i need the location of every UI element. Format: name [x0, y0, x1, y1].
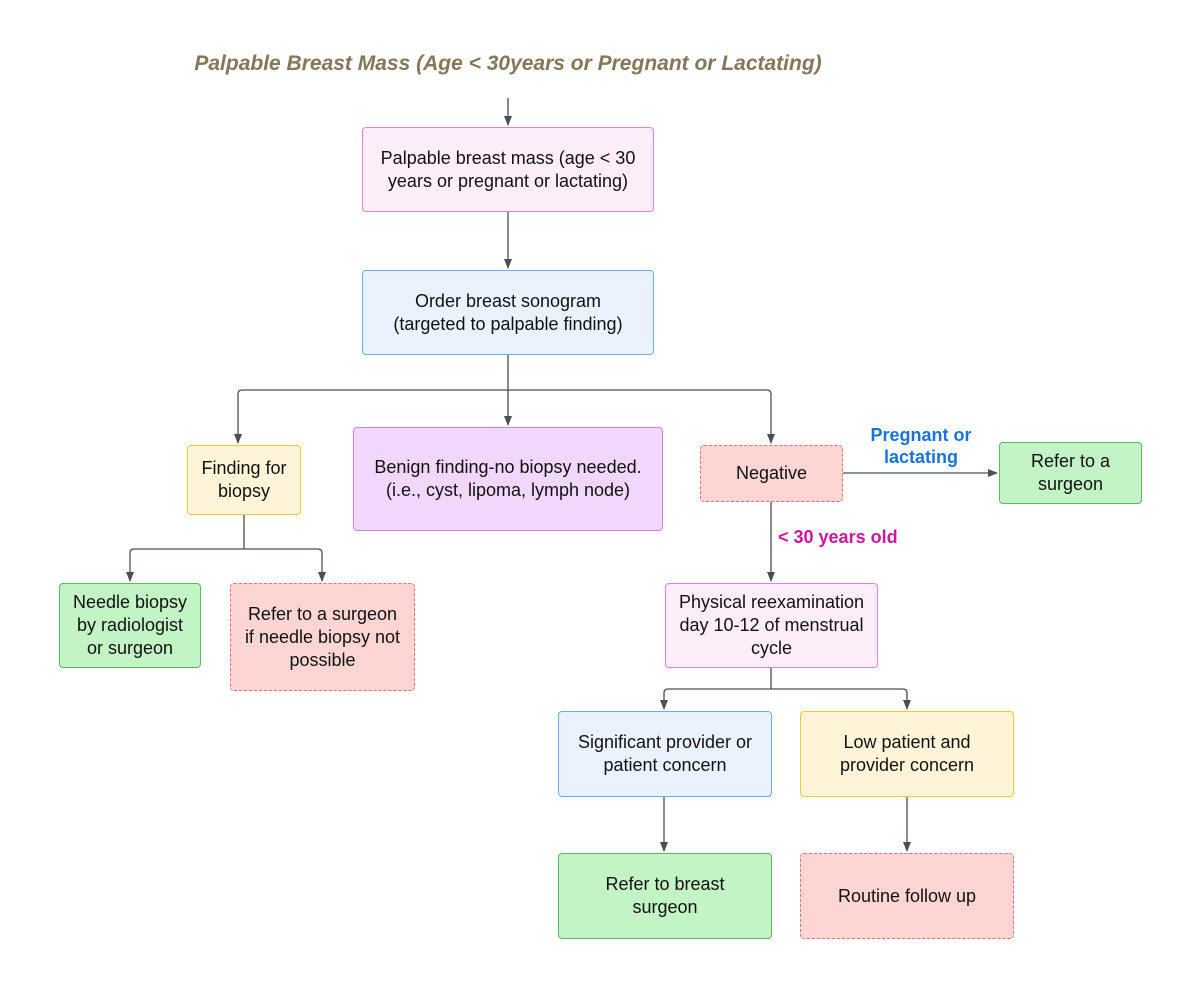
edge-label-under-30-text: < 30 years old	[778, 527, 898, 547]
node-benign-finding: Benign finding-no biopsy needed. (i.e., …	[353, 427, 663, 531]
node-benign-finding-label: Benign finding-no biopsy needed. (i.e., …	[374, 457, 642, 500]
node-refer-to-breast-surgeon-label: Refer to breast surgeon	[605, 874, 725, 917]
node-order-sonogram: Order breast sonogram (targeted to palpa…	[362, 270, 654, 355]
connector-to-needle-biopsy	[126, 548, 244, 582]
connector-sonogram-to-negative	[508, 389, 775, 444]
node-refer-surgeon-if-no-biopsy-label: Refer to a surgeon if needle biopsy not …	[244, 603, 401, 670]
node-palpable-breast-mass: Palpable breast mass (age < 30 years or …	[362, 127, 654, 212]
node-negative: Negative	[700, 445, 843, 502]
node-palpable-breast-mass-label: Palpable breast mass (age < 30 years or …	[380, 147, 636, 191]
edge-label-pregnant-or-lactating-text: Pregnant or lactating	[870, 425, 972, 467]
node-refer-to-breast-surgeon: Refer to breast surgeon	[558, 853, 772, 939]
node-physical-reexamination-label: Physical reexamination day 10-12 of mens…	[678, 592, 865, 658]
node-routine-follow-up: Routine follow up	[800, 853, 1014, 939]
node-low-concern-label: Low patient and provider concern	[839, 732, 975, 775]
node-finding-for-biopsy: Finding for biopsy	[187, 445, 301, 515]
node-low-concern: Low patient and provider concern	[800, 711, 1014, 797]
edge-label-pregnant-or-lactating: Pregnant or lactating	[852, 424, 990, 468]
node-routine-follow-up-label: Routine follow up	[837, 885, 977, 906]
node-negative-label: Negative	[735, 463, 808, 483]
node-significant-concern: Significant provider or patient concern	[558, 711, 772, 797]
connector-sonogram-to-biopsy-finding	[234, 389, 508, 444]
node-refer-to-surgeon-right: Refer to a surgeon	[999, 442, 1142, 504]
node-needle-biopsy-label: Needle biopsy by radiologist or surgeon	[72, 592, 188, 658]
node-significant-concern-label: Significant provider or patient concern	[577, 732, 753, 775]
node-order-sonogram-label: Order breast sonogram (targeted to palpa…	[393, 290, 623, 334]
node-finding-for-biopsy-label: Finding for biopsy	[201, 458, 287, 501]
node-physical-reexamination: Physical reexamination day 10-12 of mens…	[665, 583, 878, 668]
diagram-title: Palpable Breast Mass (Age < 30years or P…	[194, 52, 822, 75]
node-needle-biopsy: Needle biopsy by radiologist or surgeon	[59, 583, 201, 668]
connector-to-refer-surgeon-if	[244, 548, 326, 582]
edge-label-under-30: < 30 years old	[778, 526, 918, 548]
connector-to-significant	[660, 688, 771, 710]
connector-to-low	[771, 688, 911, 710]
node-refer-surgeon-if-no-biopsy: Refer to a surgeon if needle biopsy not …	[230, 583, 415, 691]
node-refer-to-surgeon-right-label: Refer to a surgeon	[1030, 451, 1111, 494]
